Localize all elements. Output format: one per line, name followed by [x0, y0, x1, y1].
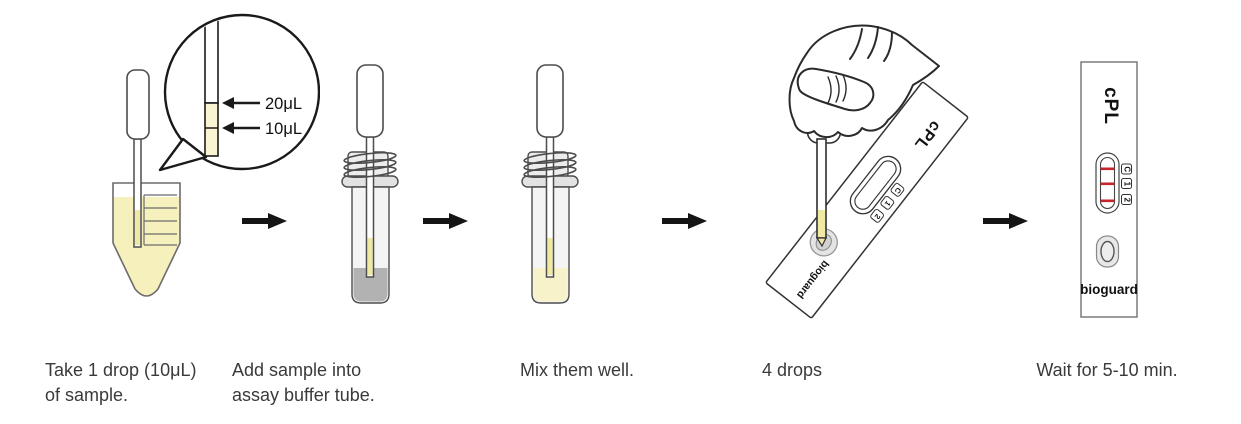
magnified-dropper-tip — [204, 17, 219, 157]
result-line-label: 1 — [883, 199, 893, 208]
test-line-2 — [1100, 199, 1115, 203]
arrow-left-icon — [222, 97, 234, 109]
arrow-left-icon — [222, 122, 234, 134]
step-caption: Wait for 5-10 min. — [1027, 358, 1187, 383]
step-caption: Add sample into assay buffer tube. — [232, 358, 375, 408]
sample-well — [1095, 235, 1120, 268]
cap-thread-coil — [343, 151, 397, 179]
brand-label: bioguard — [1080, 282, 1138, 297]
result-line-label: C — [1122, 166, 1131, 172]
step4-illustration: cPL C 1 2 bioguard — [765, 24, 969, 319]
dropper-bulb — [126, 69, 150, 140]
step-caption: 4 drops — [742, 358, 842, 383]
thumb — [796, 67, 875, 112]
magnifier-mark-label: 10μL — [265, 120, 302, 138]
caption-line: Add sample into — [232, 360, 362, 380]
dropper — [356, 64, 384, 278]
dropper-sample-liquid — [547, 238, 553, 275]
caption-line: 4 drops — [761, 360, 823, 380]
test-cassette-result: cPL C 1 2 bioguard — [1080, 61, 1138, 318]
dropper — [126, 69, 150, 248]
result-window — [1095, 152, 1120, 214]
result-line-labels: C 1 2 — [1121, 163, 1132, 205]
step-caption: Mix them well. — [507, 358, 647, 383]
caption-line: Take 1 drop (10μL) — [45, 360, 197, 380]
dropper-sample-liquid — [818, 210, 825, 237]
caption-line: Wait for 5-10 min. — [1036, 360, 1178, 380]
step-caption: Take 1 drop (10μL) of sample. — [45, 358, 196, 408]
sample-tube — [112, 182, 181, 297]
result-line-label: 2 — [1122, 198, 1131, 203]
result-line-label: 2 — [873, 212, 883, 221]
caption-line: assay buffer tube. — [232, 385, 375, 405]
mixed-liquid — [533, 268, 568, 302]
mark-10ul: 10μL — [222, 120, 302, 138]
step1-illustration: 20μL 10μL — [112, 13, 320, 297]
dropper-sample-liquid — [367, 238, 373, 275]
cap-thread-coil — [523, 151, 577, 179]
control-line — [1100, 167, 1115, 171]
magnifier-mark-label: 20μL — [265, 95, 302, 113]
step3-illustration — [521, 64, 579, 304]
step-arrow-icon — [242, 213, 287, 229]
test-line-1 — [1100, 182, 1115, 186]
step-arrow-icon — [423, 213, 468, 229]
result-line-label: C — [892, 186, 903, 196]
buffer-liquid — [353, 268, 388, 302]
hand — [788, 24, 940, 139]
step-arrow-icon — [662, 213, 707, 229]
curled-fingers — [849, 26, 893, 62]
dropper-tip — [815, 237, 827, 248]
callout-tail — [158, 137, 208, 172]
finger-creases — [827, 74, 847, 104]
tube-graduations — [143, 194, 177, 246]
step2-illustration — [341, 64, 399, 304]
result-line-label: 1 — [1122, 182, 1131, 187]
result-line-labels: C 1 2 — [870, 182, 905, 223]
magnifier-callout: 20μL 10μL — [158, 13, 320, 172]
dropper — [536, 64, 564, 278]
caption-line: of sample. — [45, 385, 129, 405]
step-arrow-icon — [983, 213, 1028, 229]
caption-line: Mix them well. — [519, 360, 635, 380]
dropper-bulb — [536, 64, 564, 138]
test-cassette-tilted: cPL C 1 2 bioguard — [765, 81, 969, 319]
result-window — [849, 155, 902, 215]
dropper-bulb — [356, 64, 384, 138]
step5-illustration: cPL C 1 2 bioguard — [1080, 61, 1138, 318]
dropper-sample-liquid — [135, 210, 140, 245]
mark-20ul: 20μL — [222, 95, 302, 113]
cassette-title: cPL — [1100, 87, 1121, 125]
